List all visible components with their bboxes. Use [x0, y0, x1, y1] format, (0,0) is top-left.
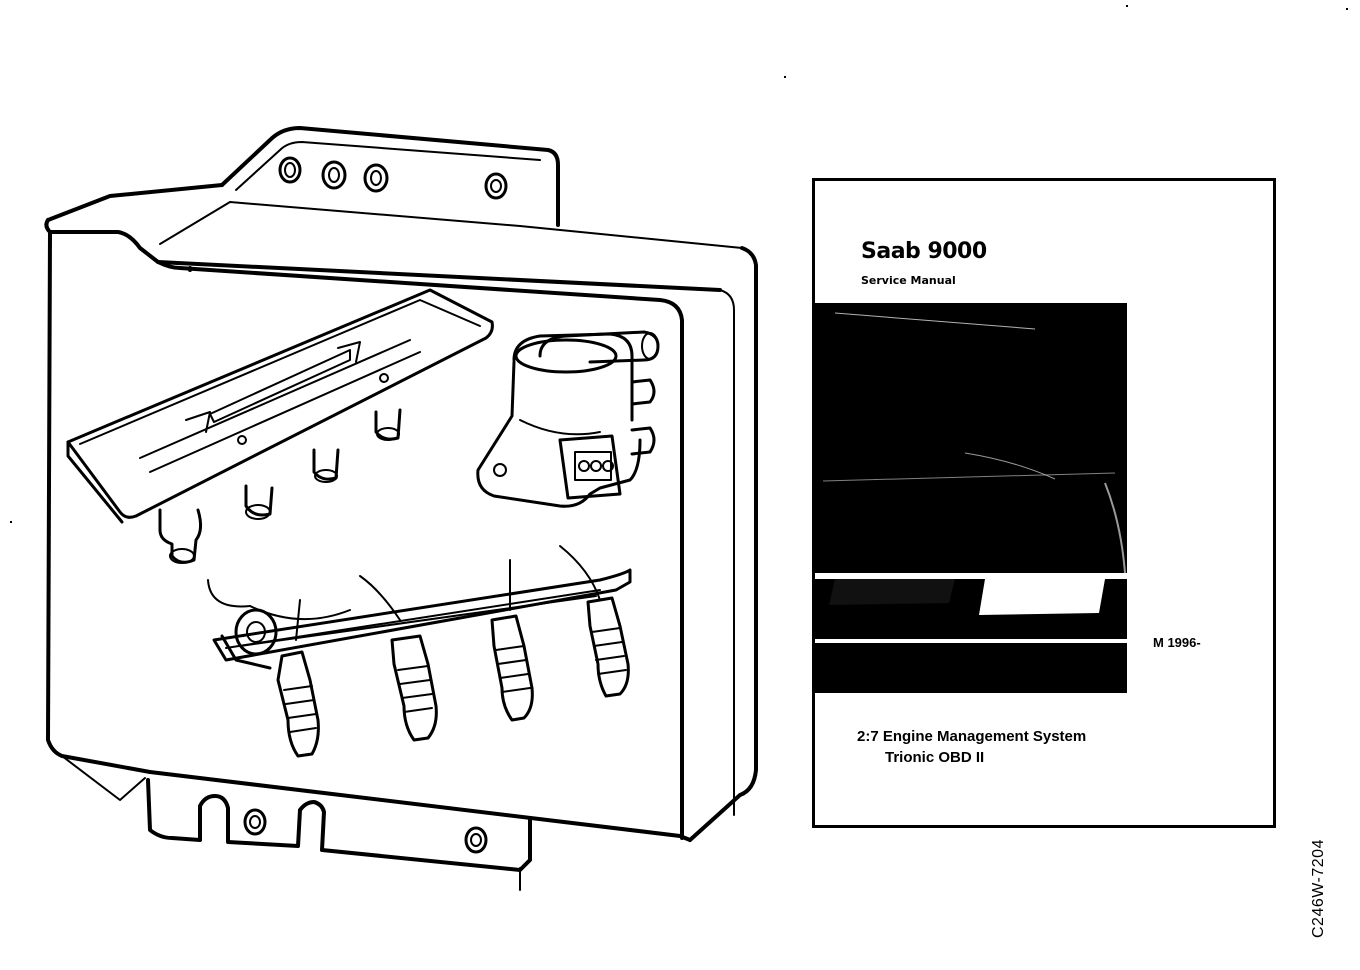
- scan-speck: [1126, 5, 1128, 7]
- engine-management-illustration: [44, 126, 758, 891]
- fuel-rail-injectors: [207, 545, 632, 758]
- service-manual-cover: Saab 9000 Service Manual M 1996- 2:7 Eng…: [812, 178, 1276, 828]
- manual-title: Saab 9000: [861, 239, 987, 264]
- scan-speck: [1346, 8, 1348, 10]
- section-title: 2:7 Engine Management System: [857, 728, 1087, 745]
- mounting-holes: [243, 156, 508, 854]
- control-unit-housing: [44, 126, 758, 891]
- figure-code: C246W-7204: [1310, 839, 1327, 938]
- cover-photo: [815, 303, 1127, 693]
- scan-speck: [784, 76, 786, 78]
- bypass-valve: [476, 330, 660, 508]
- manual-subtitle: Service Manual: [861, 274, 956, 287]
- section-subtitle: Trionic OBD II: [885, 749, 985, 766]
- model-year-label: M 1996-: [1153, 635, 1201, 650]
- scan-speck: [10, 521, 12, 523]
- ignition-cassette: [66, 288, 494, 564]
